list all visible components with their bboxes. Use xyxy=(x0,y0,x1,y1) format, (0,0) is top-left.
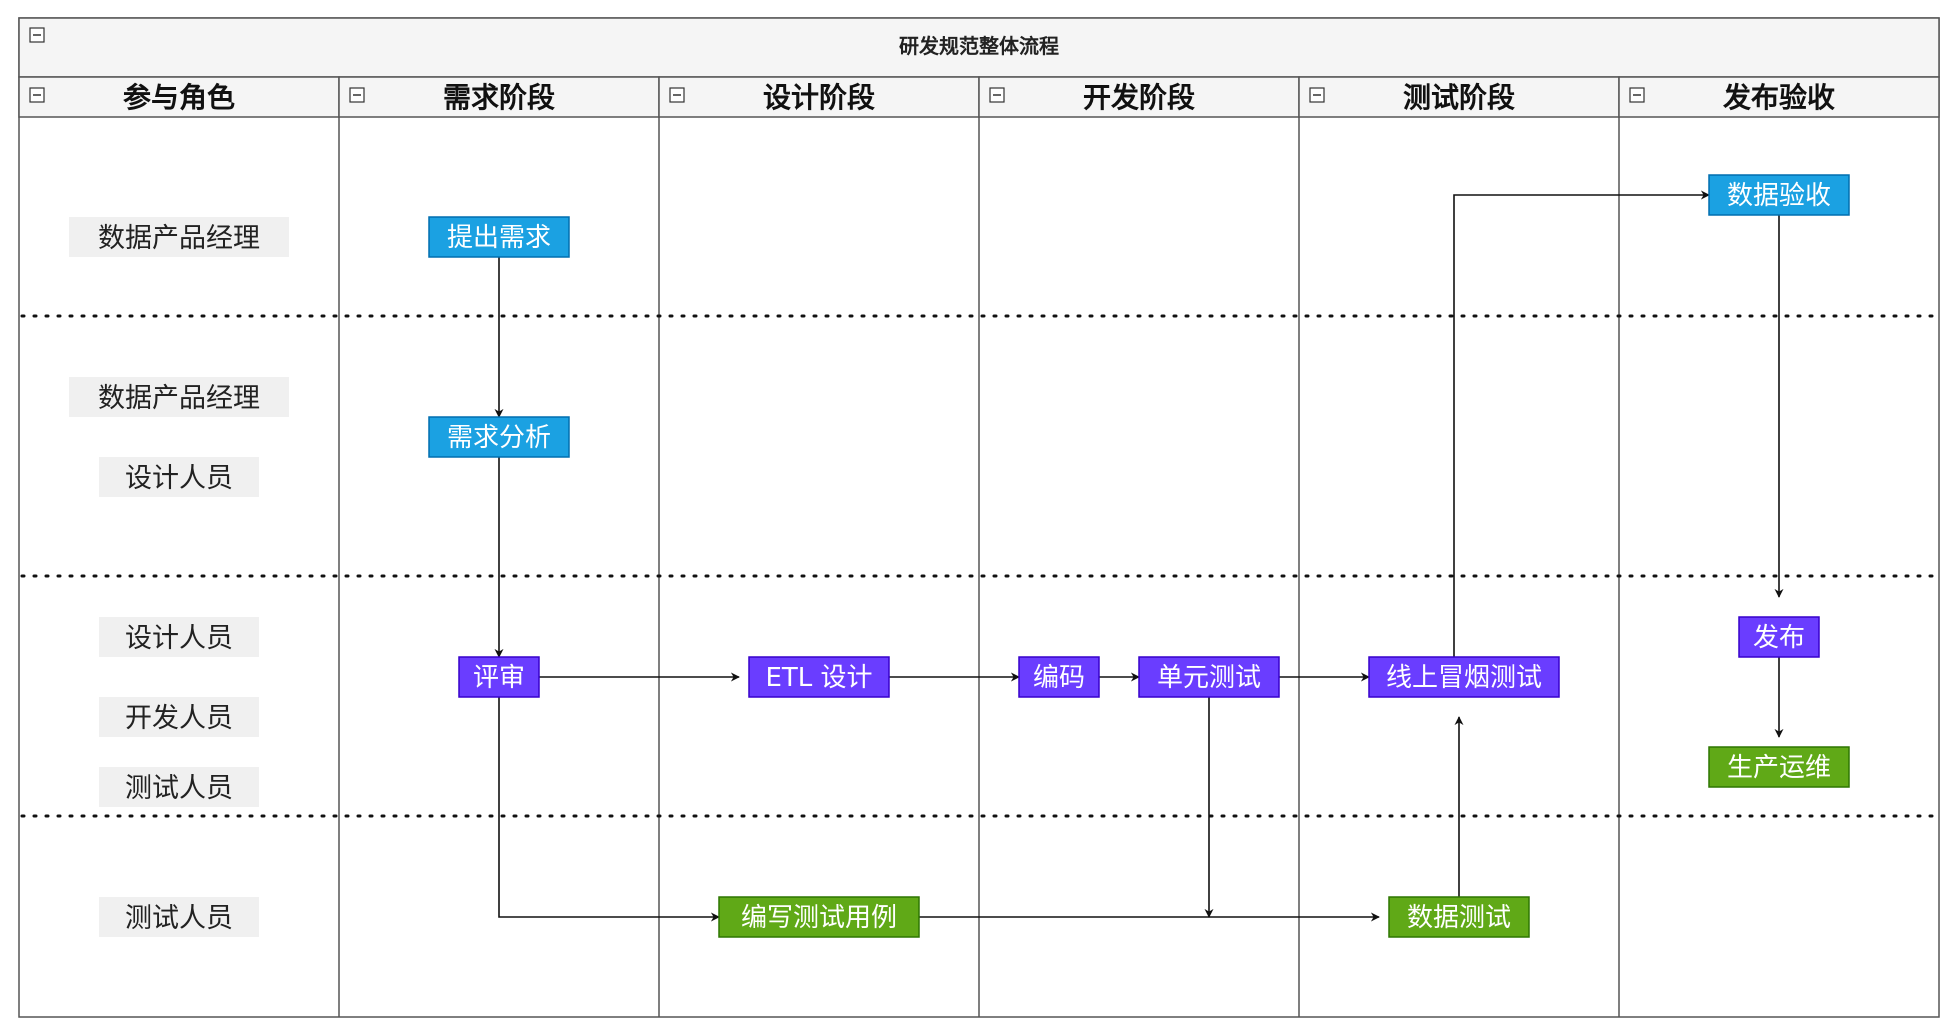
lane-header-requirements: 需求阶段 xyxy=(338,76,660,118)
node-online-smoke-test[interactable]: 线上冒烟测试 xyxy=(1368,656,1560,698)
node-label: 编码 xyxy=(1033,663,1085,693)
process-nodes: 提出需求 需求分析 评审 ETL 设计 编码 单元测试 线上冒烟测试 编写测试 xyxy=(428,174,1850,938)
role-label-tester: 测试人员 xyxy=(99,767,259,807)
lane-testing-collapse-icon[interactable] xyxy=(1309,87,1325,103)
role-label-developer: 开发人员 xyxy=(99,697,259,737)
lane-label-release: 发布验收 xyxy=(1722,81,1835,114)
node-review[interactable]: 评审 xyxy=(458,656,540,698)
edge-review-to-write-cases xyxy=(498,697,720,922)
role-text: 数据产品经理 xyxy=(98,223,260,254)
lane-separators xyxy=(338,117,1620,1017)
node-etl-design[interactable]: ETL 设计 xyxy=(748,656,890,698)
node-label: 编写测试用例 xyxy=(741,903,897,933)
title-bar xyxy=(18,17,1940,78)
node-data-test[interactable]: 数据测试 xyxy=(1388,896,1530,938)
role-label-tester: 测试人员 xyxy=(99,897,259,937)
role-label-designer: 设计人员 xyxy=(99,617,259,657)
lane-label-requirements: 需求阶段 xyxy=(443,81,555,114)
lane-label-testing: 测试阶段 xyxy=(1403,81,1515,114)
node-label: 需求分析 xyxy=(447,423,551,453)
row-dividers xyxy=(20,314,1938,818)
role-text: 设计人员 xyxy=(125,463,233,494)
node-data-acceptance[interactable]: 数据验收 xyxy=(1708,174,1850,216)
node-label: 提出需求 xyxy=(447,223,551,253)
node-label: 生产运维 xyxy=(1727,753,1831,783)
lane-header-roles: 参与角色 xyxy=(18,76,340,118)
lane-header-testing: 测试阶段 xyxy=(1298,76,1620,118)
node-label: ETL 设计 xyxy=(765,663,872,693)
lane-requirements-collapse-icon[interactable] xyxy=(349,87,365,103)
lane-release-collapse-icon[interactable] xyxy=(1629,87,1645,103)
title-collapse-icon[interactable] xyxy=(29,27,45,43)
node-label: 数据验收 xyxy=(1727,181,1831,211)
node-label: 线上冒烟测试 xyxy=(1386,663,1542,693)
node-unit-test[interactable]: 单元测试 xyxy=(1138,656,1280,698)
lane-design-collapse-icon[interactable] xyxy=(669,87,685,103)
role-text: 数据产品经理 xyxy=(98,383,260,414)
role-label-designer: 设计人员 xyxy=(99,457,259,497)
role-labels: 数据产品经理 数据产品经理 设计人员 设计人员 开发人员 测试人员 测试人员 xyxy=(69,217,289,937)
node-release[interactable]: 发布 xyxy=(1738,616,1820,658)
role-text: 测试人员 xyxy=(125,903,233,934)
lane-label-roles: 参与角色 xyxy=(123,81,235,114)
lane-development-collapse-icon[interactable] xyxy=(989,87,1005,103)
role-label-product-manager: 数据产品经理 xyxy=(69,217,289,257)
node-coding[interactable]: 编码 xyxy=(1018,656,1100,698)
role-text: 开发人员 xyxy=(125,703,233,734)
node-production-operations[interactable]: 生产运维 xyxy=(1708,746,1850,788)
lane-roles-collapse-icon[interactable] xyxy=(29,87,45,103)
connectors xyxy=(494,190,1784,922)
role-text: 设计人员 xyxy=(125,623,233,654)
edge-smoke-test-to-acceptance xyxy=(1453,190,1710,657)
lane-header-release: 发布验收 xyxy=(1618,76,1940,118)
node-label: 单元测试 xyxy=(1157,663,1261,693)
role-label-product-manager: 数据产品经理 xyxy=(69,377,289,417)
lane-header-development: 开发阶段 xyxy=(978,76,1300,118)
node-write-test-cases[interactable]: 编写测试用例 xyxy=(718,896,920,938)
node-label: 数据测试 xyxy=(1407,903,1511,933)
diagram-title: 研发规范整体流程 xyxy=(899,34,1059,58)
lane-label-development: 开发阶段 xyxy=(1083,81,1195,114)
role-text: 测试人员 xyxy=(125,773,233,804)
lane-label-design: 设计阶段 xyxy=(763,81,875,114)
node-label: 发布 xyxy=(1753,623,1805,653)
node-propose-requirement[interactable]: 提出需求 xyxy=(428,216,570,258)
node-requirement-analysis[interactable]: 需求分析 xyxy=(428,416,570,458)
node-label: 评审 xyxy=(473,663,525,693)
lane-header-design: 设计阶段 xyxy=(658,76,980,118)
lane-headers: 参与角色 需求阶段 设计阶段 开发阶段 xyxy=(18,76,1940,118)
